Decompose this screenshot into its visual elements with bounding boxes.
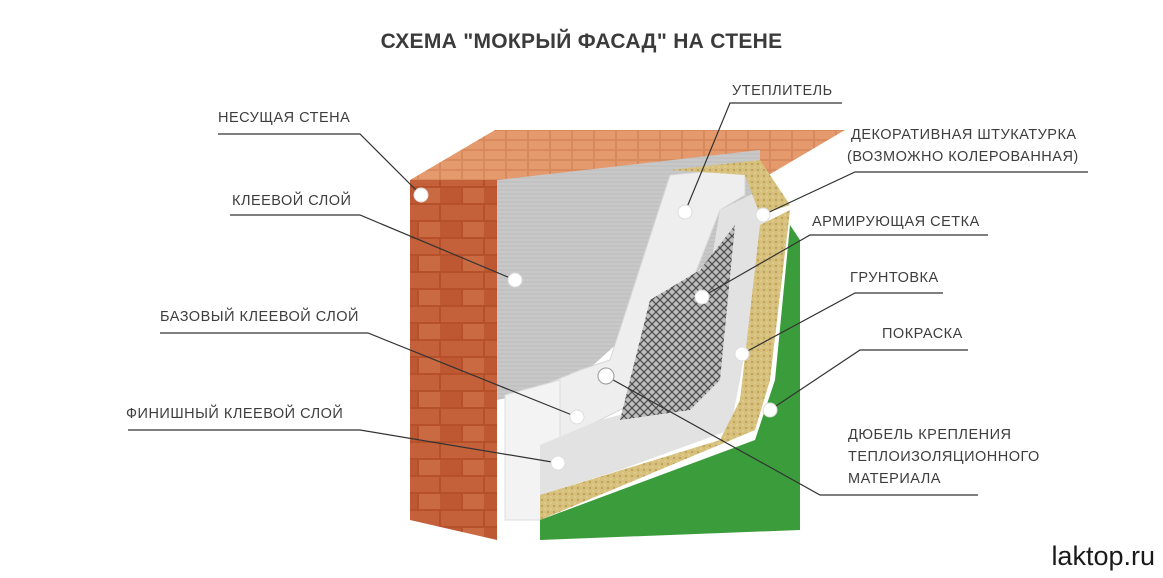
label-decorative-plaster-1: ДЕКОРАТИВНАЯ ШТУКАТУРКА — [851, 124, 1077, 146]
label-finish-adhesive-layer: ФИНИШНЫЙ КЛЕЕВОЙ СЛОЙ — [126, 403, 343, 425]
label-painting: ПОКРАСКА — [882, 323, 963, 345]
label-decorative-plaster-2: (ВОЗМОЖНО КОЛЕРОВАННАЯ) — [847, 146, 1079, 168]
brick-wall-side — [410, 180, 497, 540]
label-dowel-2: ТЕПЛОИЗОЛЯЦИОННОГО — [848, 446, 1040, 468]
label-load-bearing-wall: НЕСУЩАЯ СТЕНА — [218, 107, 350, 129]
label-insulation: УТЕПЛИТЕЛЬ — [732, 80, 833, 102]
label-reinforcing-mesh: АРМИРУЮЩАЯ СЕТКА — [812, 211, 980, 233]
label-dowel-3: МАТЕРИАЛА — [848, 468, 941, 490]
label-base-adhesive-layer: БАЗОВЫЙ КЛЕЕВОЙ СЛОЙ — [160, 306, 359, 328]
watermark: laktop.ru — [1051, 541, 1155, 572]
label-adhesive-layer: КЛЕЕВОЙ СЛОЙ — [232, 190, 351, 212]
label-primer: ГРУНТОВКА — [850, 267, 939, 289]
label-dowel-1: ДЮБЕЛЬ КРЕПЛЕНИЯ — [848, 424, 1011, 446]
